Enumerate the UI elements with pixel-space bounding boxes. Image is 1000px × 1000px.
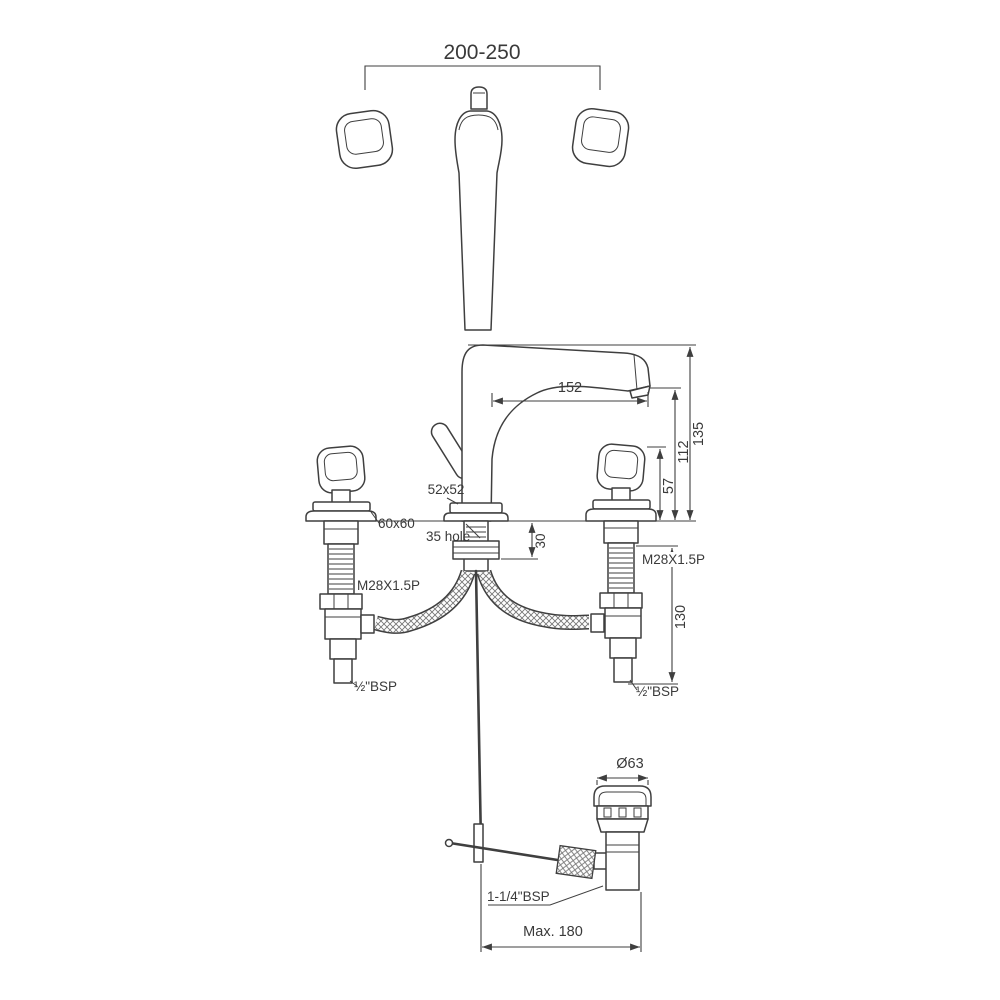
- valve-right-handle: [596, 443, 646, 492]
- valve-left-pipe-lower: [333, 658, 353, 684]
- valve-right-locknut-flats: [613, 593, 629, 608]
- handle-right-inner: [581, 116, 621, 153]
- hose-left-nut: [360, 614, 375, 634]
- label-inlet-right: ½"BSP: [636, 684, 679, 699]
- popup-clevis: [473, 823, 484, 863]
- hose-left-braid: [374, 570, 474, 633]
- mounting-nut-lines: [453, 546, 499, 554]
- valve-left-body: [323, 520, 359, 545]
- label-thread-right: M28X1.5P: [642, 552, 705, 567]
- spout-front: [454, 86, 503, 331]
- drain-slot-1: [603, 807, 612, 818]
- dim-handle-spread-bracket: [364, 65, 601, 90]
- leader-flange: [370, 511, 380, 524]
- spout-base-plate-top: [449, 502, 503, 514]
- hose-right-nut: [590, 613, 605, 633]
- drain-slot-3: [633, 807, 642, 818]
- hose-right: [476, 569, 590, 630]
- valve-left-threads: [329, 548, 353, 590]
- handle-left-inner: [344, 118, 384, 155]
- label-spout-reach: 152: [558, 380, 582, 396]
- valve-left-elbow: [324, 608, 362, 640]
- front-view: 200-250: [335, 41, 630, 331]
- valve-left: [305, 445, 377, 684]
- spout-side-outline: [461, 344, 651, 522]
- spout-tip-cap: [633, 354, 638, 391]
- valve-right: [585, 443, 657, 683]
- valve-left-locknut: [319, 593, 363, 610]
- handle-left-front: [335, 109, 394, 170]
- drain-rod-stub: [593, 852, 608, 870]
- mounting-nut: [452, 540, 500, 560]
- valve-left-handle: [316, 445, 366, 494]
- valve-right-handle-outer: [596, 443, 646, 492]
- label-deck-thickness: 30: [533, 533, 548, 548]
- valve-right-flange-top: [592, 499, 651, 510]
- valve-right-flange-skirt: [585, 508, 657, 522]
- valve-left-handle-outer: [316, 445, 366, 494]
- valve-right-pipe-upper: [609, 637, 637, 659]
- spout-front-knob: [470, 86, 488, 110]
- drain-tailpiece: [605, 831, 640, 891]
- valve-left-flange-top: [312, 501, 371, 512]
- drain-ball-nut: [555, 844, 597, 880]
- label-total-height: 135: [691, 422, 707, 446]
- label-handle-height: 57: [661, 478, 677, 494]
- hose-left: [374, 569, 476, 634]
- leader-hole: [465, 523, 481, 539]
- label-thread-left: M28X1.5P: [357, 578, 420, 593]
- label-max-reach: Max. 180: [523, 924, 583, 940]
- valve-right-body: [603, 520, 639, 544]
- leader-spout-base: [446, 497, 459, 505]
- label-spout-height: 112: [676, 440, 692, 463]
- drain-tailpiece-lines: [606, 844, 639, 853]
- labels: 152 135 112 57 30 52x52 60x60 35 hole M2…: [349, 380, 710, 940]
- dim-handle-spread-label: 200-250: [443, 41, 520, 64]
- leader-inlet-right: [629, 679, 638, 691]
- label-flange: 60x60: [378, 516, 415, 531]
- label-waste-dia: Ø63: [616, 756, 643, 772]
- label-spout-base: 52x52: [428, 482, 465, 497]
- label-thread-right-bg: [640, 552, 710, 567]
- label-waste-thread: 1-1/4"BSP: [487, 889, 550, 904]
- drain-shoulder: [596, 818, 649, 833]
- popup-vertical-rod: [474, 569, 483, 847]
- dimension-lines: [468, 344, 696, 952]
- valve-right-handle-inner: [604, 449, 639, 480]
- valve-left-handle-inner: [323, 451, 358, 482]
- handle-right-front: [571, 107, 630, 168]
- drain-cap-inner: [598, 791, 647, 806]
- drain-assembly: [555, 785, 652, 891]
- valve-right-pipe-lower: [613, 657, 633, 683]
- valve-right-elbow: [604, 607, 642, 639]
- drain-ball-nut-knurl: [555, 844, 597, 880]
- label-below-deck: 130: [673, 605, 689, 629]
- leader-inlet-left: [349, 680, 358, 687]
- spout-base-plate-bottom: [443, 512, 509, 522]
- hose-right-braid: [478, 570, 590, 629]
- valve-left-locknut-flats: [333, 594, 349, 609]
- drain-slot-2: [618, 807, 627, 818]
- drain-cap: [593, 785, 652, 807]
- valve-left-flange-skirt: [305, 510, 377, 522]
- handle-left-outer: [335, 109, 394, 170]
- valve-right-threads: [609, 547, 633, 589]
- label-inlet-left: ½"BSP: [354, 679, 397, 694]
- label-hole: 35 hole: [426, 529, 470, 544]
- spout-front-shoulder: [458, 114, 499, 131]
- leader-waste-thread: [488, 885, 604, 906]
- handle-right-outer: [571, 107, 630, 168]
- popup-rod-ball-end: [444, 838, 454, 848]
- valve-left-pipe-upper: [329, 638, 357, 660]
- spout-front-body: [454, 110, 503, 331]
- valve-right-locknut: [599, 592, 643, 609]
